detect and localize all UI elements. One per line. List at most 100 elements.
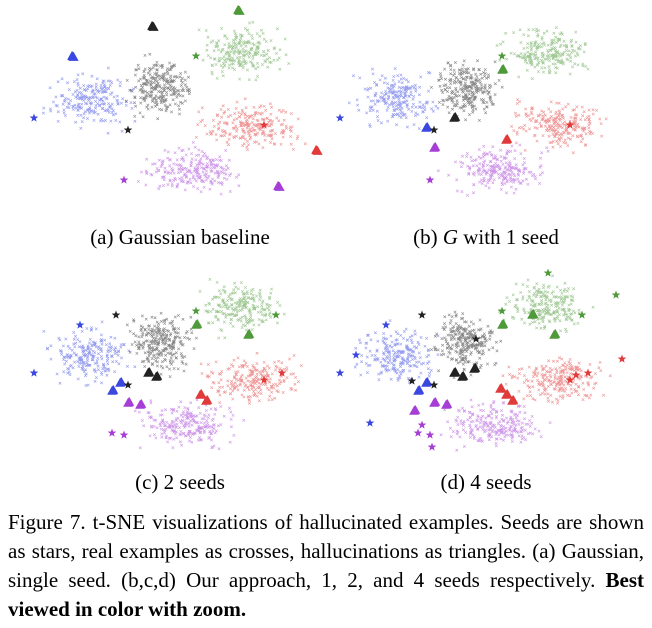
seed-star — [123, 125, 133, 134]
panel-c: (c) 2 seeds — [20, 255, 340, 500]
cluster-green-real-examples — [497, 274, 595, 334]
seed-star — [543, 268, 553, 277]
seed-star — [365, 418, 375, 427]
seed-star — [565, 120, 575, 129]
hallucination-triangle — [496, 382, 507, 392]
panel-caption-d: (d) 4 seeds — [440, 470, 532, 494]
seed-star — [29, 368, 39, 377]
hallucination-triangle — [450, 366, 461, 376]
hallucination-triangle — [498, 318, 509, 328]
hallucination-triangle — [124, 396, 135, 406]
hallucination-triangle — [458, 370, 469, 380]
cluster-blue-real-examples — [42, 320, 137, 388]
hallucination-triangle — [68, 52, 79, 61]
hallucination-triangle — [502, 388, 513, 398]
cluster-blue-real-examples — [41, 66, 137, 135]
panel-caption-b: (b) G with 1 seed — [413, 225, 559, 249]
hallucination-triangle — [450, 111, 461, 121]
caption-bold-text: Best viewed in color with zoom. — [8, 568, 645, 621]
hallucination-triangle — [116, 376, 127, 386]
seed-star — [191, 51, 201, 60]
hallucination-triangle — [502, 133, 513, 143]
seed-star — [577, 310, 587, 319]
hallucination-triangle — [202, 394, 213, 404]
seed-star — [425, 175, 435, 184]
seed-star — [29, 113, 39, 122]
seed-star — [565, 375, 575, 384]
cluster-purple-real-examples — [133, 396, 246, 451]
cluster-purple-real-examples — [136, 140, 241, 196]
hallucination-triangle — [244, 328, 255, 338]
hallucination-triangle — [410, 404, 421, 414]
hallucination-triangle — [136, 398, 147, 408]
hallucination-triangle — [414, 384, 425, 394]
cluster-green-real-examples — [198, 277, 286, 340]
hallucination-triangle — [234, 6, 245, 15]
seed-star — [425, 430, 435, 439]
cluster-blue-real-examples — [347, 67, 440, 131]
seed-star — [381, 320, 391, 329]
tsne-plot-b — [335, 26, 608, 197]
hallucination-triangle — [442, 398, 453, 408]
seed-star — [119, 175, 129, 184]
panel-caption-c: (c) 2 seeds — [135, 470, 225, 494]
hallucination-triangle — [422, 376, 433, 386]
cluster-black-real-examples — [429, 310, 503, 380]
panel-caption-a: (a) Gaussian baseline — [90, 225, 270, 249]
hallucination-triangle — [192, 318, 203, 328]
figure-label: Figure 7. — [8, 510, 86, 534]
hallucination-triangle — [430, 141, 441, 151]
panel-b: (b) G with 1 seed — [326, 0, 646, 250]
cluster-purple-real-examples — [436, 143, 550, 197]
hallucination-triangle — [422, 121, 433, 131]
seed-star — [111, 310, 121, 319]
tsne-plot-c — [29, 277, 303, 451]
caption-text: t-SNE visualizations of hallucinated exa… — [8, 510, 645, 592]
hallucination-triangle — [550, 328, 561, 338]
hallucination-triangle — [508, 394, 519, 404]
seed-star — [259, 375, 269, 384]
tsne-plot-d — [335, 268, 627, 452]
seed-star — [351, 350, 361, 359]
hallucination-triangle — [148, 22, 159, 31]
seed-star — [583, 368, 593, 377]
hallucination-triangle — [196, 388, 207, 398]
hallucination-triangle — [312, 146, 323, 155]
cluster-purple-real-examples — [439, 398, 552, 452]
seed-star — [417, 310, 427, 319]
panel-d: (d) 4 seeds — [326, 255, 646, 500]
tsne-plot-a — [29, 4, 323, 196]
seed-star — [429, 380, 439, 389]
seed-star — [107, 428, 117, 437]
seed-star — [611, 290, 621, 299]
cluster-red-real-examples — [501, 356, 612, 405]
seed-star — [123, 380, 133, 389]
hallucination-triangle — [144, 366, 155, 376]
hallucination-triangle — [430, 396, 441, 406]
cluster-red-real-examples — [199, 351, 303, 405]
cluster-black-real-examples — [125, 311, 198, 379]
seed-star — [271, 310, 281, 319]
seed-star — [335, 368, 345, 377]
cluster-blue-real-examples — [353, 319, 440, 385]
seed-star — [427, 442, 437, 451]
hallucination-triangle — [108, 384, 119, 394]
seed-star — [497, 51, 507, 60]
seed-star — [617, 354, 627, 363]
figure-caption: Figure 7. t-SNE visualizations of halluc… — [8, 508, 644, 624]
hallucination-triangle — [274, 182, 285, 191]
cluster-black-real-examples — [429, 59, 504, 122]
seed-star — [407, 376, 417, 385]
seed-star — [119, 430, 129, 439]
hallucination-triangle — [152, 370, 163, 380]
seed-star — [413, 428, 423, 437]
hallucination-triangle — [470, 362, 481, 372]
seed-star — [75, 320, 85, 329]
cluster-red-real-examples — [510, 98, 608, 155]
cluster-green-real-examples — [197, 20, 291, 82]
cluster-green-real-examples — [495, 26, 590, 81]
figure-grid: (a) Gaussian baseline (b) G with 1 seed … — [20, 0, 646, 500]
seed-star — [429, 125, 439, 134]
cluster-red-real-examples — [194, 97, 307, 152]
seed-star — [259, 120, 269, 129]
